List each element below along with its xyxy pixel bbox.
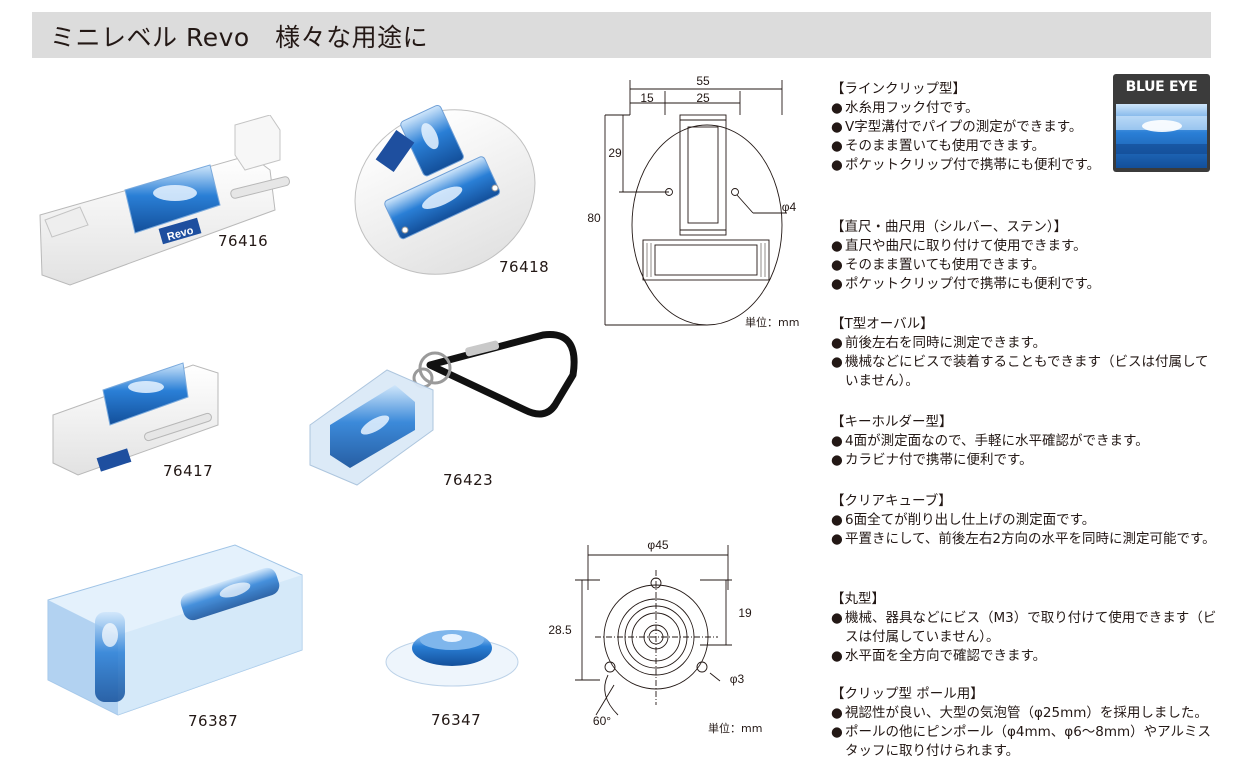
list-item: ●ポールの他にピンポール（φ4mm、φ6〜8mm）やアルミスタッフに取り付けられ… [831, 724, 1212, 759]
dim-round-vial-height: 19 [738, 606, 752, 620]
product-image-76417 [52, 362, 219, 476]
blue-eye-vial-image [1116, 104, 1207, 168]
section-heading: 【直尺・曲尺用（シルバー、ステン）】 [831, 219, 1068, 235]
section-heading: 【T型オーバル】 [831, 316, 934, 332]
unit-label-top: 単位：mm [745, 316, 800, 329]
list-item: ●視認性が良い、大型の気泡管（φ25mm）を採用しました。 [831, 705, 1208, 721]
section-t-oval: 【T型オーバル】 ●前後左右を同時に測定できます。 ●機械などにビスで装着するこ… [831, 315, 1221, 391]
list-item: ●機械などにビスで装着することもできます（ビスは付属していません）。 [831, 354, 1209, 389]
product-code-76418: 76418 [499, 258, 550, 276]
section-heading: 【キーホルダー型】 [831, 414, 953, 430]
header-bar [32, 12, 1211, 58]
section-heading: 【クリップ型 ポール用】 [831, 686, 984, 702]
section-heading: 【丸型】 [831, 591, 885, 607]
section-round: 【丸型】 ●機械、器具などにビス（M3）で取り付けて使用できます（ビスは付属して… [831, 590, 1221, 666]
section-heading: 【クリアキューブ】 [831, 493, 952, 509]
section-key-holder: 【キーホルダー型】 ●4面が測定面なので、手軽に水平確認ができます。 ●カラビナ… [831, 413, 1221, 470]
dim-diameter: φ45 [647, 538, 668, 552]
product-image-76423 [309, 331, 578, 486]
section-pole-clip: 【クリップ型 ポール用】 ●視認性が良い、大型の気泡管（φ25mm）を採用しまし… [831, 685, 1221, 761]
dim-vial-width: 25 [696, 91, 710, 105]
dim-round-height: 28.5 [548, 623, 572, 637]
product-image-76387 [47, 544, 303, 716]
section-line-clip: 【ラインクリップ型】 ●水糸用フック付です。 ●V字型溝付でパイプの測定ができま… [831, 80, 1111, 175]
dim-vial-height: 29 [608, 146, 622, 160]
product-code-76387: 76387 [188, 712, 239, 730]
list-item: ●機械、器具などにビス（M3）で取り付けて使用できます（ビスは付属していません）… [831, 610, 1217, 645]
product-image-76418 [354, 104, 536, 275]
list-item: ●水糸用フック付です。 [831, 100, 979, 116]
list-item: ●前後左右を同時に測定できます。 [831, 335, 1047, 351]
dim-round-hole: φ3 [730, 672, 745, 686]
unit-label-bottom: 単位：mm [708, 722, 763, 735]
list-item: ●V字型溝付でパイプの測定ができます。 [831, 119, 1083, 135]
dim-width: 55 [696, 75, 710, 88]
dim-angle: 60° [593, 714, 611, 728]
product-image-76347 [385, 630, 519, 687]
dimension-diagram-oval: 55 15 25 29 80 φ4 [587, 75, 797, 326]
list-item: ●平置きにして、前後左右2方向の水平を同時に測定可能です。 [831, 531, 1216, 547]
product-code-76347: 76347 [431, 711, 482, 729]
product-image-76416: Revo [39, 115, 290, 286]
blue-eye-badge: BLUE EYE [1113, 74, 1210, 172]
dimension-diagram-round: φ45 28.5 19 φ3 60° [548, 538, 752, 728]
list-item: ●ポケットクリップ付で携帯にも便利です。 [831, 276, 1101, 292]
list-item: ●6面全てが削り出し仕上げの測定面です。 [831, 512, 1096, 528]
list-item: ●そのまま置いても使用できます。 [831, 138, 1046, 154]
section-clear-cube: 【クリアキューブ】 ●6面全てが削り出し仕上げの測定面です。 ●平置きにして、前… [831, 492, 1221, 549]
section-heading: 【ラインクリップ型】 [831, 81, 966, 97]
list-item: ●4面が測定面なので、手軽に水平確認ができます。 [831, 433, 1149, 449]
section-rule: 【直尺・曲尺用（シルバー、ステン）】 ●直尺や曲尺に取り付けて使用できます。 ●… [831, 218, 1221, 294]
list-item: ●水平面を全方向で確認できます。 [831, 648, 1047, 664]
product-code-76417: 76417 [163, 462, 214, 480]
list-item: ●そのまま置いても使用できます。 [831, 257, 1046, 273]
dim-hole: φ4 [782, 200, 797, 214]
dim-height: 80 [587, 211, 601, 225]
list-item: ●ポケットクリップ付で携帯にも便利です。 [831, 157, 1101, 173]
list-item: ●カラビナ付で携帯に便利です。 [831, 452, 1033, 468]
dim-left-offset: 15 [640, 91, 654, 105]
blue-eye-label: BLUE EYE [1125, 79, 1198, 95]
product-code-76423: 76423 [443, 471, 494, 489]
list-item: ●直尺や曲尺に取り付けて使用できます。 [831, 238, 1087, 254]
product-code-76416: 76416 [218, 232, 269, 250]
page-title: ミニレベル Revo 様々な用途に [50, 23, 429, 52]
